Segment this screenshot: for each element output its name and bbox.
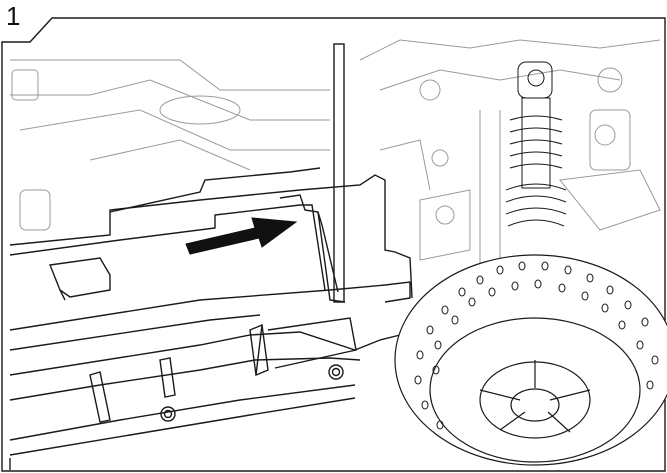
wheel-tire: [394, 254, 667, 466]
background-chassis: [10, 39, 661, 300]
panel-border: [1, 17, 666, 472]
direction-arrow: [185, 217, 298, 255]
hex-wrench: [333, 43, 345, 303]
chassis-rail: [9, 167, 413, 470]
step-number: 1: [6, 1, 21, 31]
shock-absorber: [505, 61, 567, 227]
tire-tread: [414, 261, 659, 430]
